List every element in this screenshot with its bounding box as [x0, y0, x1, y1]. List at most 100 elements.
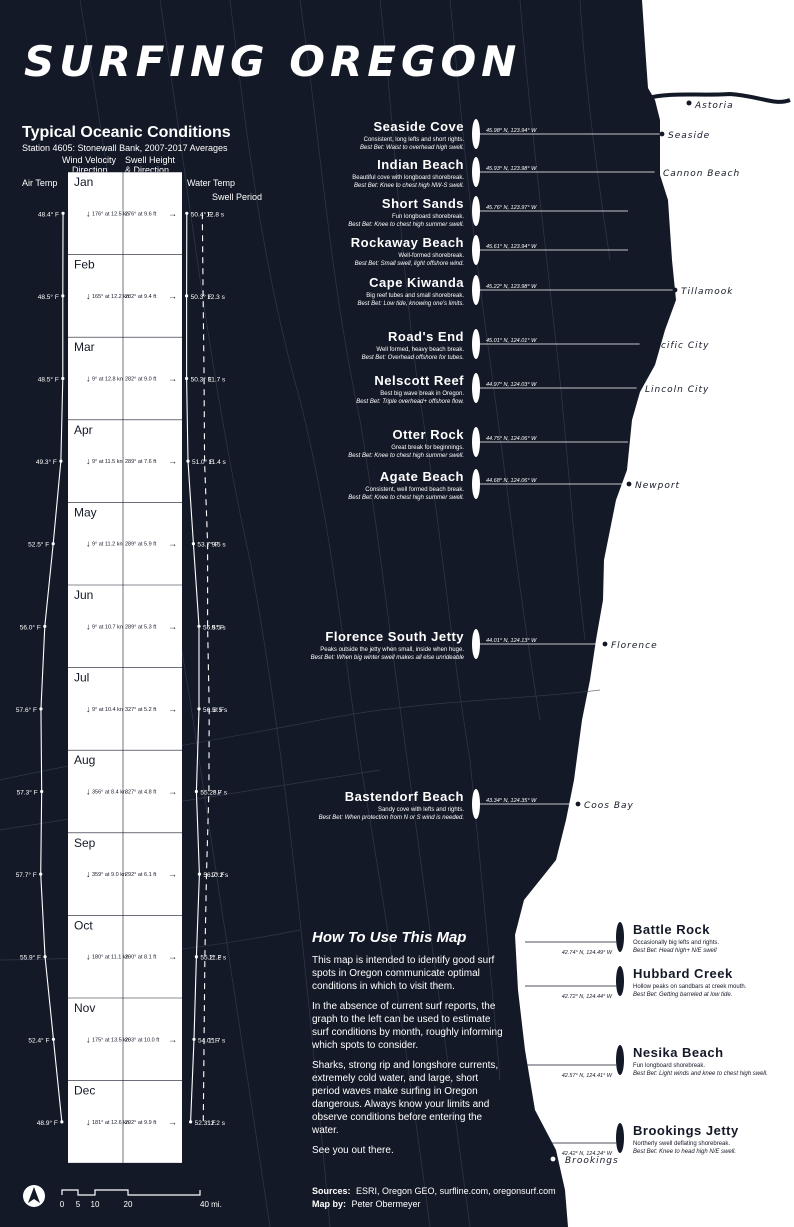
water-temp-label: 56.7° F: [203, 871, 224, 879]
surfboard-icon: [472, 373, 480, 403]
water-temp-label: 51.0° F: [192, 458, 213, 466]
air-temp-point: [60, 1120, 64, 1124]
wind-value: 9° at 11.5 kn: [92, 459, 123, 465]
scale-bar: [61, 1189, 201, 1196]
town-label: Seaside: [668, 131, 710, 141]
surfboard-icon: [472, 469, 480, 499]
air-temp-label: 48.5° F: [38, 293, 59, 301]
spot-coordinates: 44.68° N, 124.06° W: [486, 478, 537, 484]
spot-best-bet: Best Bet: Low tide, knowing one's limits…: [357, 301, 464, 307]
month-label: Nov: [74, 1001, 95, 1015]
wind-arrow-icon: ↓: [86, 1117, 91, 1127]
town-label: Brookings: [565, 1156, 619, 1166]
spot-name: Rockaway Beach: [351, 235, 464, 250]
spot-name: Road's End: [388, 329, 464, 344]
month-label: Apr: [74, 423, 93, 437]
howto-title: How To Use This Map: [312, 929, 466, 946]
spot-description: Sandy cove with lefts and rights.: [378, 807, 464, 813]
water-temp-label: 55.2° F: [200, 954, 221, 962]
howto-line: In the absence of current surf reports, …: [312, 1001, 496, 1012]
north-arrow: [23, 1185, 45, 1207]
spot-description: Fun longboard shorebreak.: [392, 214, 464, 220]
conditions-subtitle: Station 4605: Stonewall Bank, 2007-2017 …: [22, 143, 228, 153]
swell-period-line: [201, 213, 210, 1122]
howto-line: extremely cold water, and large, short: [312, 1073, 478, 1084]
spot-description: Northerly swell deflating shorebreak.: [633, 1141, 730, 1147]
surfboard-icon: [472, 157, 480, 187]
town-label: Port Orford: [536, 955, 597, 965]
wind-value: 9° at 11.2 kn: [92, 542, 123, 548]
spot-coordinates: 45.61° N, 123.94° W: [486, 244, 537, 250]
air-temp-label: 57.3° F: [17, 789, 38, 797]
swell-arrow-icon: →: [168, 291, 177, 301]
header-swell: Swell Height & Direction: [125, 155, 178, 175]
howto-line: period waves make surfing in Oregon: [312, 1086, 478, 1097]
poster-title: SURFING OREGON: [24, 37, 521, 86]
swell-period-label: 9.5 s: [212, 624, 227, 631]
town-dot: [672, 287, 678, 293]
spot-coordinates: 45.93° N, 123.98° W: [486, 166, 537, 172]
wind-arrow-icon: ↓: [86, 704, 91, 714]
howto-line: spots in Oregon communicate optimal: [312, 968, 480, 979]
howto-line: See you out there.: [312, 1145, 394, 1156]
author-label: Map by:: [312, 1199, 346, 1209]
surfboard-icon: [472, 427, 480, 457]
town-dot: [639, 341, 645, 347]
spot-coordinates: 45.22° N, 123.98° W: [486, 284, 537, 290]
swell-arrow-icon: →: [168, 704, 177, 714]
wind-arrow-icon: ↓: [86, 621, 91, 631]
water-temp-label: 54.0° F: [198, 1036, 219, 1044]
wind-value: 180° at 11.1 kn: [92, 955, 129, 961]
swell-value: 290° at 8.1 ft: [125, 955, 157, 961]
wind-value: 9° at 10.7 kn: [92, 624, 123, 630]
spot-name: Nelscott Reef: [374, 373, 464, 388]
author-text: Peter Obermeyer: [352, 1199, 421, 1209]
air-temp-label: 49.3° F: [36, 458, 57, 466]
swell-value: 289° at 5.9 ft: [125, 542, 157, 548]
author-line: Map by: Peter Obermeyer: [312, 1199, 421, 1209]
air-temp-line: [40, 213, 64, 1122]
swell-period-label: 12.3 s: [207, 294, 225, 301]
swell-period-label: 11.7 s: [208, 1037, 226, 1044]
howto-line: which spots to consider.: [311, 1040, 418, 1051]
swell-value: 282° at 9.4 ft: [125, 294, 157, 300]
spot-coordinates: 42.72° N, 124.44° W: [562, 994, 613, 1000]
swell-arrow-icon: →: [168, 374, 177, 384]
howto-line: Sharks, strong rip and longshore current…: [312, 1060, 498, 1071]
wind-arrow-icon: ↓: [86, 787, 91, 797]
spot-description: Peaks outside the jetty when small, insi…: [320, 647, 464, 653]
spot-name: Brookings Jetty: [633, 1123, 739, 1138]
wind-arrow-icon: ↓: [86, 952, 91, 962]
howto-line: observe conditions before entering the: [312, 1112, 483, 1123]
surfboard-icon: [472, 196, 480, 226]
month-label: May: [74, 505, 97, 519]
wind-arrow-icon: ↓: [86, 456, 91, 466]
spot-description: Occasionally big lefts and rights.: [633, 940, 719, 946]
swell-period-label: 12.2 s: [207, 1120, 225, 1127]
spot-coordinates: 45.98° N, 123.94° W: [486, 128, 537, 134]
town-label: Tillamook: [681, 287, 734, 297]
spot-coordinates: 45.76° N, 123.97° W: [486, 205, 537, 211]
air-temp-label: 48.9° F: [37, 1119, 58, 1127]
howto-text: This map is intended to identify good su…: [311, 955, 503, 1156]
month-label: Jun: [74, 588, 93, 602]
header-swell-line: & Direction: [125, 165, 169, 175]
wind-value: 176° at 12.5 kn: [92, 211, 129, 217]
